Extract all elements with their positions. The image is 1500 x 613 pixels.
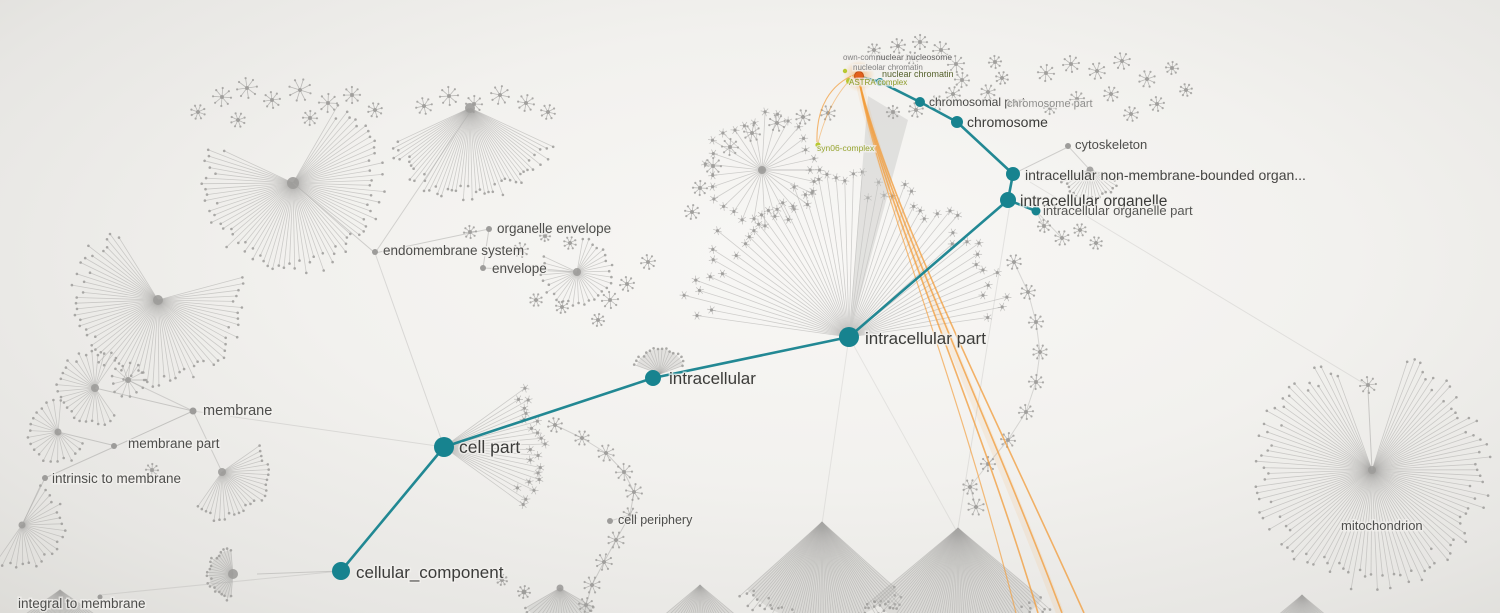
node-chromosome[interactable] <box>951 116 963 128</box>
gray-cluster <box>205 547 238 602</box>
gray-cluster <box>26 398 84 463</box>
gray-cluster <box>700 107 825 231</box>
term-label-7[interactable]: cell part <box>458 436 522 459</box>
gray-cluster <box>0 484 67 569</box>
gray-node[interactable] <box>189 407 197 415</box>
gray-node[interactable] <box>42 475 48 481</box>
term-label-24[interactable]: ASTRA complex <box>848 77 909 89</box>
node-cell-part[interactable] <box>434 437 454 457</box>
term-label-20[interactable]: own-complex <box>842 52 892 64</box>
node-intracellular-organelle[interactable] <box>1000 192 1016 208</box>
term-label-15[interactable]: chromosome <box>966 113 1050 132</box>
term-label-8[interactable]: cellular_component <box>355 562 506 584</box>
edge-bundle-wedge <box>849 96 908 337</box>
gray-cluster <box>865 527 1052 613</box>
term-label-16[interactable]: chromosomal part <box>928 94 1028 111</box>
gray-node[interactable] <box>480 265 486 271</box>
term-label-18[interactable]: cell periphery <box>617 512 695 529</box>
gray-cluster <box>55 349 118 427</box>
term-label-12[interactable]: intracellular organelle part <box>1042 202 1195 220</box>
node-intracellular-part[interactable] <box>839 327 859 347</box>
node-selected-term[interactable] <box>854 71 864 81</box>
highlighted-path <box>339 75 1038 573</box>
node-intracellular-organelle-part[interactable] <box>1031 206 1041 216</box>
term-label-25[interactable]: syn06-complex <box>816 142 877 155</box>
gray-cluster <box>539 237 614 307</box>
gray-cluster <box>200 104 386 275</box>
term-label-19[interactable]: mitochondrion <box>1340 517 1425 535</box>
term-label-2[interactable]: envelope <box>491 260 549 278</box>
gray-node[interactable] <box>607 518 613 524</box>
gray-cluster <box>1254 358 1492 591</box>
orange-association-edges <box>816 73 1085 613</box>
gray-cluster <box>196 444 271 522</box>
term-label-6[interactable]: integral to membrane <box>17 595 148 613</box>
gray-node[interactable] <box>97 594 103 600</box>
gray-cluster <box>665 584 734 613</box>
term-label-10[interactable]: intracellular part <box>864 328 988 350</box>
green-highlight-node[interactable] <box>842 68 848 74</box>
gray-cluster <box>26 589 94 613</box>
gray-cluster <box>110 361 148 398</box>
green-highlight-node[interactable] <box>815 142 821 148</box>
term-label-17[interactable]: chromosome part <box>1006 97 1095 112</box>
term-label-14[interactable]: cytoskeleton <box>1074 136 1149 154</box>
green-highlight-node[interactable] <box>846 78 852 84</box>
gray-cluster <box>70 232 245 388</box>
term-label-13[interactable]: intracellular non-membrane-bounded organ… <box>1024 166 1308 185</box>
term-label-22[interactable]: nucleolar chromatin <box>852 62 925 74</box>
term-label-11[interactable]: intracellular organelle <box>1019 192 1169 212</box>
gray-cluster <box>632 347 685 375</box>
gray-node[interactable] <box>1065 143 1071 149</box>
term-label-5[interactable]: intrinsic to membrane <box>51 470 183 488</box>
term-labels: organelle envelope endomembrane systemenv… <box>17 51 1425 613</box>
node-chromosomal-part[interactable] <box>915 97 925 107</box>
gray-node[interactable] <box>111 443 117 449</box>
gray-cluster <box>391 103 555 202</box>
gray-node[interactable] <box>486 226 492 232</box>
term-label-1[interactable]: endomembrane system <box>382 242 526 260</box>
leaf-node-clusters <box>144 33 1377 613</box>
node-chromatin[interactable] <box>876 78 884 86</box>
node-intracellular-non-membrane-bounded-organelle[interactable] <box>1006 167 1020 181</box>
term-label-4[interactable]: membrane part <box>127 435 222 453</box>
term-label-0[interactable]: organelle envelope <box>496 220 613 238</box>
gray-node[interactable] <box>372 249 378 255</box>
gray-cluster <box>1060 166 1120 201</box>
term-label-3[interactable]: membrane <box>202 402 274 421</box>
term-label-9[interactable]: intracellular <box>668 368 758 390</box>
gray-cluster <box>679 167 1012 338</box>
node-intracellular[interactable] <box>645 370 661 386</box>
term-label-23[interactable]: nuclear chromatin <box>881 68 956 81</box>
gray-cluster <box>738 521 903 613</box>
node-cellular-component[interactable] <box>332 562 350 580</box>
gray-cluster <box>1279 594 1325 613</box>
gray-cluster <box>524 584 595 613</box>
term-label-21[interactable]: nuclear nucleosome <box>875 51 954 64</box>
